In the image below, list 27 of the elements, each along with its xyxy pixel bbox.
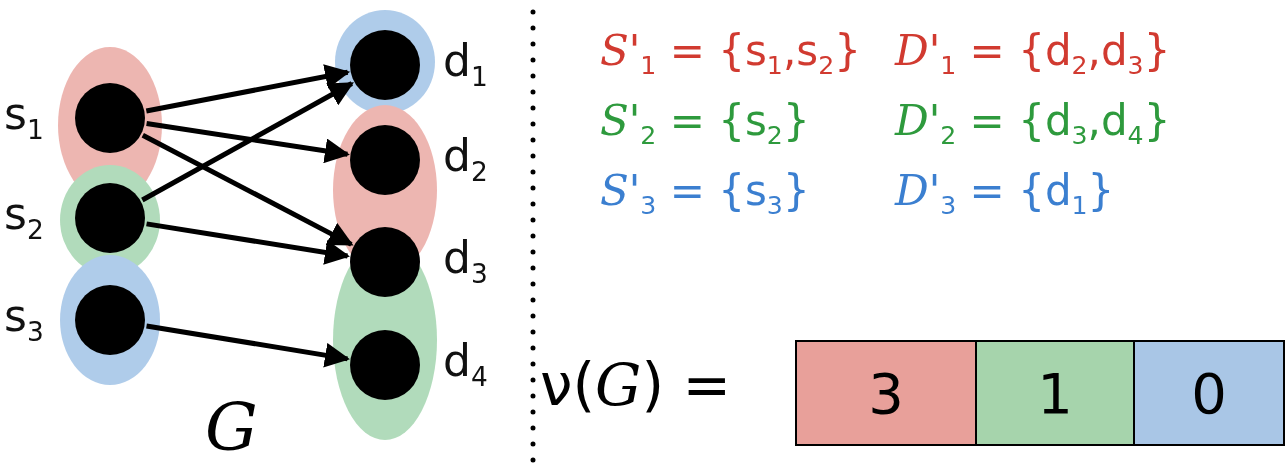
set-formula: S'$_{2}$ = {s$_{2}$} <box>600 100 810 149</box>
set-formula: S'$_{3}$ = {s$_{3}$} <box>600 170 810 219</box>
set-formula: D'$_{1}$ = {d$_{2}$,d$_{3}$} <box>895 30 1171 79</box>
set-formula: S'$_{1}$ = {s$_{1}$,s$_{2}$} <box>600 30 861 79</box>
vertex-dot <box>350 125 420 195</box>
arrow <box>146 121 350 164</box>
vertex-label: d$_{2}$ <box>443 134 488 186</box>
arrow <box>141 132 354 247</box>
arrow <box>146 221 350 265</box>
vertex-dot <box>350 30 420 100</box>
vertex-label: d$_{4}$ <box>443 339 488 391</box>
vertex-label: s$_{1}$ <box>4 92 44 144</box>
vertex-label: d$_{1}$ <box>443 39 488 91</box>
vertex-label: s$_{3}$ <box>4 294 44 346</box>
arrow <box>146 323 350 368</box>
arrow <box>145 64 351 114</box>
set-formula: D'$_{2}$ = {d$_{3}$,d$_{4}$} <box>895 100 1171 149</box>
vector-cell: 1 <box>977 340 1135 446</box>
set-formula: D'$_{3}$ = {d$_{1}$} <box>895 170 1115 219</box>
vertex-label: s$_{2}$ <box>4 192 44 244</box>
vector-formula: ν(G) = <box>540 356 732 414</box>
vector-cell: 0 <box>1135 340 1285 446</box>
vertex-label: d$_{3}$ <box>443 236 488 288</box>
vertex-dot <box>75 183 145 253</box>
graph-symbol: G <box>205 395 258 461</box>
vector-cell: 3 <box>795 340 977 446</box>
arrow <box>141 81 354 203</box>
